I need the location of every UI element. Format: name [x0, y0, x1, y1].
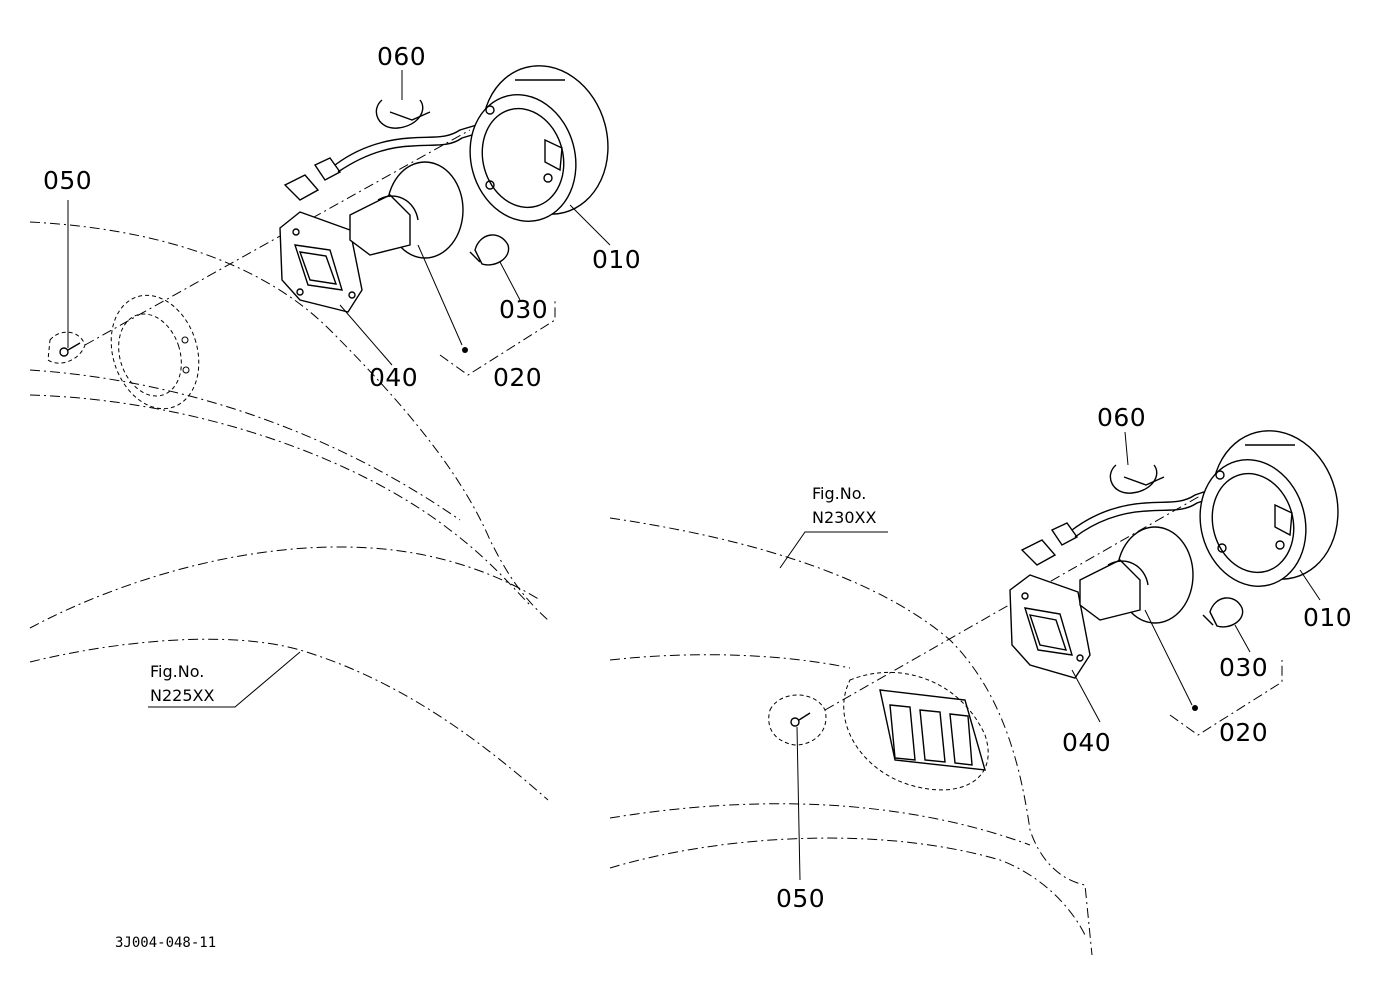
- callout-right-060: 060: [1097, 403, 1147, 432]
- left-020-bracket: [439, 300, 556, 376]
- callout-right-020: 020: [1219, 718, 1269, 747]
- left-fig-leader: [148, 651, 301, 708]
- left-fender-outline: [29, 221, 549, 801]
- left-axis-line: [84, 129, 471, 346]
- callout-left-060: 060: [377, 42, 427, 71]
- left-flange-040: [279, 211, 393, 366]
- callout-right-050: 050: [776, 884, 826, 913]
- left-fig-label: Fig.No.: [150, 662, 205, 681]
- callout-right-010: 010: [1303, 603, 1353, 632]
- callout-left-030: 030: [499, 295, 549, 324]
- right-vent-panel: [843, 672, 989, 791]
- right-fig-label: Fig.No.: [812, 484, 867, 503]
- right-flange-040: [1009, 574, 1101, 723]
- left-mount-recess: [110, 294, 200, 410]
- right-fender-outline: [609, 517, 1093, 956]
- callout-left-040: 040: [369, 363, 419, 392]
- drawing-number: 3J004-048-11: [115, 935, 217, 951]
- right-fig-number: N230XX: [812, 508, 877, 527]
- callout-left-020: 020: [493, 363, 543, 392]
- left-screw-050: [47, 200, 86, 364]
- callout-left-050: 050: [43, 166, 93, 195]
- right-fig-leader: [779, 531, 888, 569]
- right-housing-010: [1199, 430, 1339, 601]
- left-bulb-030: [469, 234, 521, 301]
- right-020-bracket: [1169, 660, 1283, 736]
- right-screw-050: [768, 694, 827, 881]
- callout-right-040: 040: [1062, 728, 1112, 757]
- callout-left-010: 010: [592, 245, 642, 274]
- right-socket-020: [1079, 526, 1198, 711]
- right-bulb-030: [1202, 597, 1251, 653]
- left-housing-010: [469, 65, 611, 246]
- left-fig-number: N225XX: [150, 686, 215, 705]
- right-harness-060: [1020, 431, 1233, 566]
- left-socket-020: [349, 161, 468, 353]
- callout-right-030: 030: [1219, 653, 1269, 682]
- left-harness-060: [283, 70, 503, 201]
